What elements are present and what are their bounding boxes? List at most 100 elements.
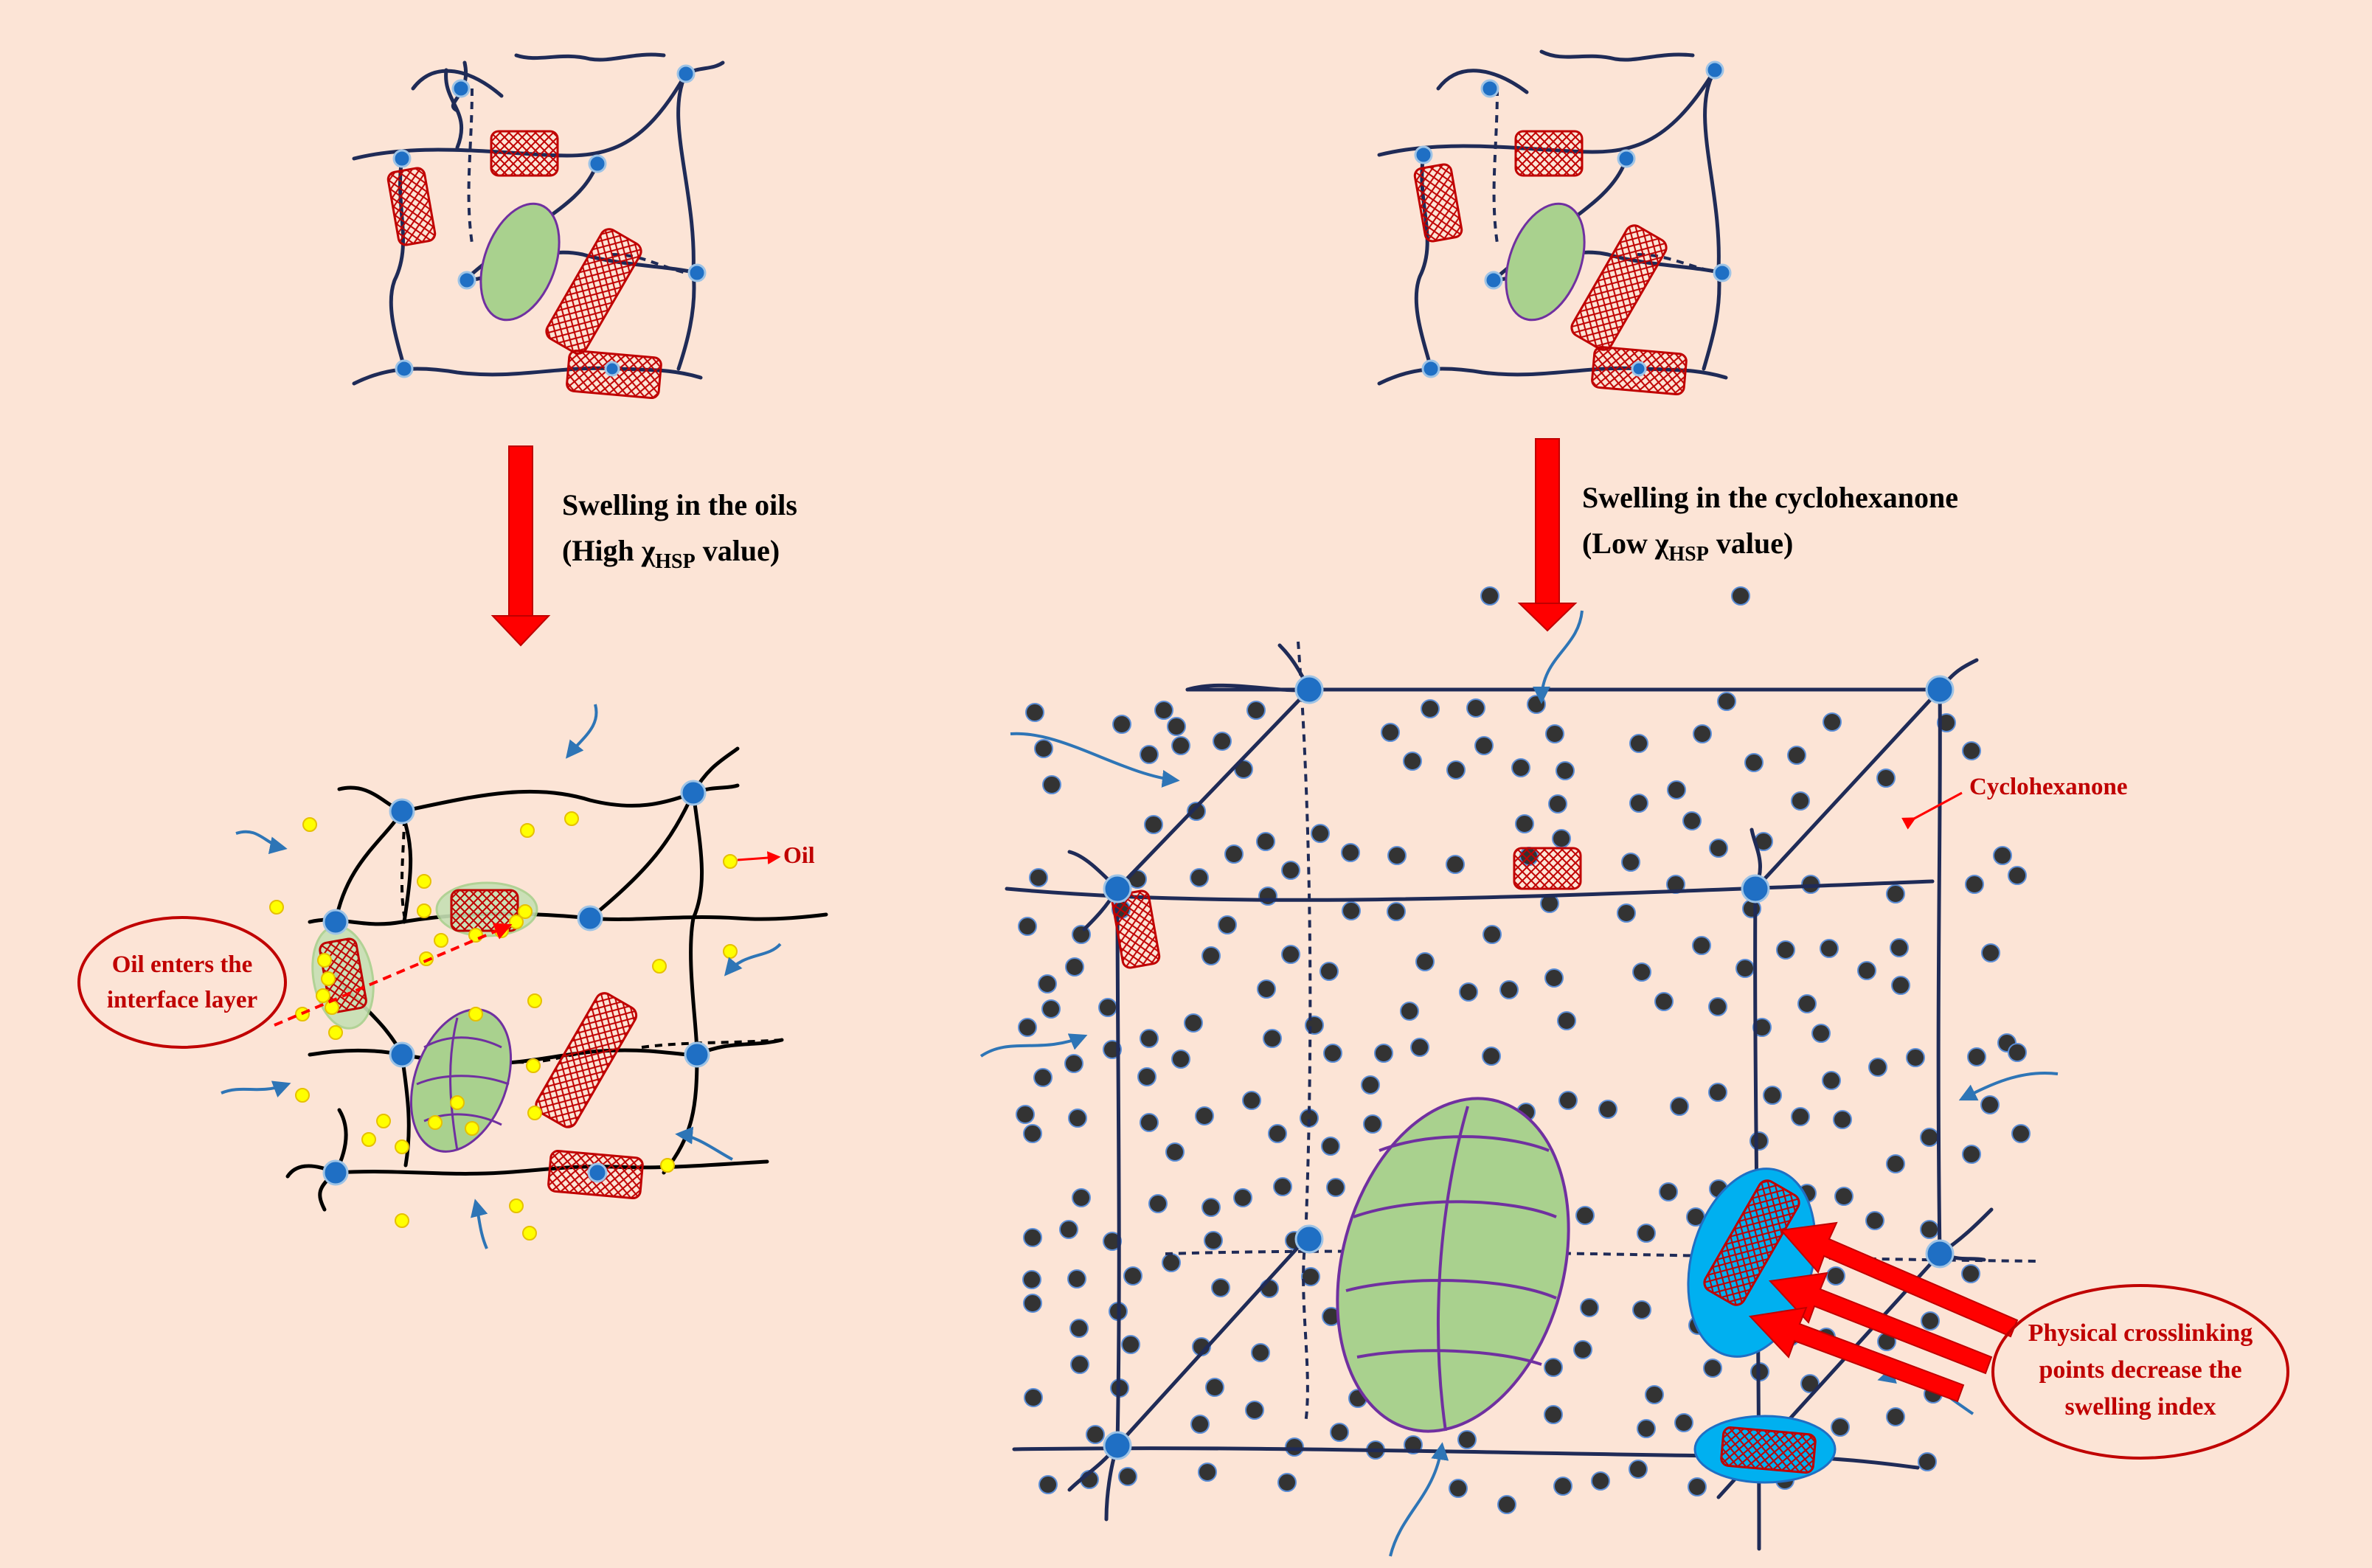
cyclohexanone-molecule-icon [1446,760,1466,780]
cyclohexanone-label: Cyclohexanone [1969,774,2128,800]
cyclohexanone-molecule-icon [1301,1267,1320,1286]
cyclohexanone-molecule-icon [1797,994,1817,1013]
cyclohexanone-molecule-icon [1544,968,1564,988]
cyclohexanone-molecule-icon [1692,936,1711,955]
oil-droplet-icon [468,928,483,943]
cyclohexanone-molecule-icon [1682,811,1702,830]
cyclohexanone-molecule-icon [1123,1266,1142,1286]
cyclohexanone-molecule-icon [1137,1067,1156,1086]
cyclohexanone-molecule-icon [1666,875,1685,894]
dashed-chain [1302,1238,1309,1424]
cyclohexanone-molecule-icon [1065,957,1084,976]
cyclohexanone-molecule-icon [1381,723,1400,742]
cyclohexanone-molecule-icon [1263,1029,1282,1048]
cyclohexanone-molecule-icon [1140,1113,1159,1132]
cyclohexanone-molecule-icon [1558,1091,1578,1110]
carbon-nanotube-icon [1703,1179,1800,1306]
carbon-nanotube-icon [1720,1426,1817,1474]
oil-droplet-icon [419,951,434,966]
cyclohexanone-molecule-icon [1865,1211,1884,1230]
solvent-flow-arrow-icon [724,943,782,976]
cyclohexanone-molecule-icon [1103,1232,1122,1251]
cyclohexanone-molecule-icon [1545,724,1564,743]
dashed-chain [467,88,474,244]
dashed-chain [1297,641,1312,1240]
oil-droplet-icon [518,904,533,919]
cyclohexanone-molecule-icon [1776,940,1795,960]
left-caption-line1: Swelling in the oils [562,488,797,521]
cyclohexanone-molecule-icon [1632,962,1651,982]
cyclohexanone-molecule-icon [1415,952,1435,971]
cyclohexanone-molecule-icon [1025,703,1044,722]
oil-droplet-icon [652,959,667,974]
cyclohexanone-molecule-icon [1906,1048,1925,1067]
solvent-flow-arrow-icon [1010,732,1180,788]
cyclohexanone-molecule-icon [1024,1388,1043,1407]
oil-droplet-icon [526,1058,541,1073]
dashed-chain [1637,253,1719,274]
cyclohexanone-molecule-icon [1446,855,1465,874]
cyclohexanone-molecule-icon [1654,992,1674,1011]
carbon-nanotube-icon [386,167,437,246]
oil-callout-pointer [274,923,513,1027]
cyclohexanone-molecule-icon [1667,780,1686,799]
cyclohexanone-molecule-icon [1042,775,1061,794]
cyclohexanone-molecule-icon [1544,1358,1563,1377]
cyclohexanone-molecule-icon [1305,1016,1324,1035]
solvent-flow-arrow-icon [235,830,288,854]
solvent-flow-arrows-left [221,704,782,1249]
cyclohexanone-molecule-icon [1703,1359,1722,1378]
oil-interface-callout [77,916,287,1049]
cyclohexanone-molecule-icon [1763,1086,1782,1105]
cyclohexanone-molecule-icon [1632,1300,1651,1319]
cyclohexanone-molecule-icon [1245,1401,1264,1420]
oil-droplet-icon [434,933,448,948]
oil-droplet-icon [527,993,542,1008]
cyclohexanone-molecule-icon [1497,1495,1516,1514]
cyclohexanone-molecule-icon [1598,1100,1617,1119]
cyclohexanone-molecule-icon [1204,1231,1223,1250]
cyclohexanone-molecule-icon [1937,713,1956,732]
cyclohexanone-molecule-icon [1449,1479,1468,1498]
dashed-chain [641,1038,783,1049]
cyclohexanone-molecule-icon [1323,1044,1342,1063]
cyclohexanone-molecule-icon [1482,1047,1501,1066]
carbon-nanotube-icon [1513,847,1582,890]
cyclohexanone-molecule-icon [1281,945,1300,964]
oil-droplet-icon [417,874,431,889]
cyclohexanone-molecule-icon [1165,1142,1185,1162]
carbon-nanotube-icon [1570,224,1668,351]
cyclohexanone-molecule-icon [1659,1182,1678,1201]
filler-particle-icon [1336,1097,1570,1433]
cyclohexanone-molecule-icon [1162,1253,1181,1272]
oil-droplet-icon [269,900,284,915]
cyclohexanone-molecule-icon [1258,887,1277,906]
cyclohexanone-molecule-icon [1918,1452,1937,1471]
cyclohexanone-molecule-icon [1112,715,1131,734]
solvent-flow-arrow-icon [1958,1072,2059,1101]
oil-droplet-icon [328,1025,343,1040]
cyclohexanone-molecule-icon [1731,586,1750,606]
cyclohexanone-molecule-icon [1064,1054,1083,1073]
cyclohexanone-molecule-icon [1556,761,1575,780]
carbon-nanotube-icon [1413,163,1463,243]
cyclohexanone-molecule-icon [1791,791,1810,811]
cyclohexanone-molecule-icon [1251,1343,1270,1362]
oil-droplet-icon [527,1106,542,1120]
cyclohexanone-molecule-icon [1072,1188,1091,1207]
cyclohexanone-molecule-icon [1645,1385,1664,1404]
cyclohexanone-molecule-icon [1457,1430,1477,1449]
cyclohexanone-molecule-icon [2011,1124,2031,1143]
crosslinking-callout-line1: Physical crosslinking [2028,1319,2253,1347]
cyclohexanone-molecule-icon [1205,1378,1224,1397]
oil-droplet-icon [417,903,431,918]
cyclohexanone-molecule-icon [1198,1463,1217,1482]
dashed-chain [1165,1249,2036,1263]
oil-droplet-icon [295,1088,310,1103]
cyclohexanone-molecule-icon [1822,1071,1841,1090]
cyclohexanone-molecule-icon [1148,1194,1168,1213]
particle-stripes [416,1017,510,1151]
cyclohexanone-molecule-icon [1190,868,1209,887]
oil-droplet-icon [468,1007,483,1021]
oil-droplet-icon [321,971,336,986]
